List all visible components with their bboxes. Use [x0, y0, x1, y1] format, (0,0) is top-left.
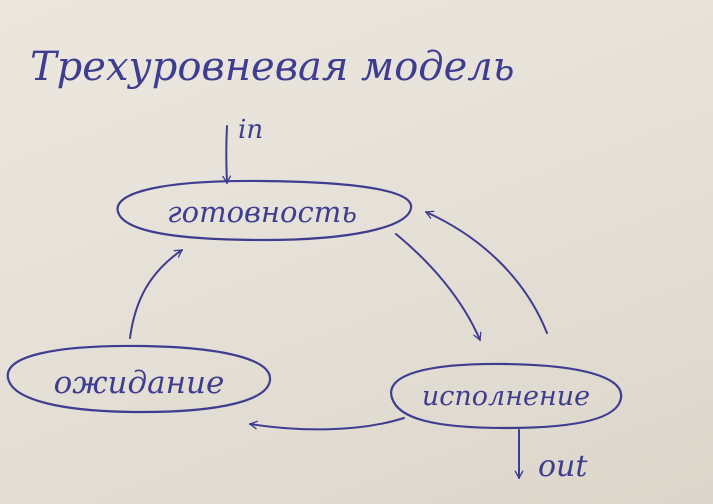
diagram-title: Трехуровневая модель — [30, 44, 515, 90]
input-label: in — [238, 115, 263, 145]
edge-running-to-ready-arrow — [425, 210, 548, 334]
edge-waiting-to-ready-arrow — [129, 249, 183, 339]
edge-running-to-waiting-arrow — [249, 417, 405, 431]
node-running-label: исполнение — [422, 381, 590, 412]
edge-running-to-ready — [425, 210, 548, 334]
output-label: out — [538, 449, 588, 484]
node-ready-outline — [116, 179, 413, 242]
edge-in-to-ready-arrow — [222, 125, 232, 184]
node-waiting-outline — [6, 344, 272, 414]
node-ready-label: готовность — [167, 195, 357, 229]
node-running-outline — [390, 362, 623, 430]
edge-waiting-to-ready — [129, 249, 183, 339]
edge-running-to-waiting — [249, 417, 405, 431]
node-ready: готовность — [116, 179, 413, 242]
node-waiting-label: ожидание — [54, 365, 225, 401]
node-waiting: ожидание — [6, 344, 272, 414]
edge-in-to-ready — [222, 125, 232, 184]
node-running: исполнение — [390, 362, 623, 430]
edge-ready-to-running-arrow — [395, 233, 482, 341]
edge-ready-to-running — [395, 233, 482, 341]
